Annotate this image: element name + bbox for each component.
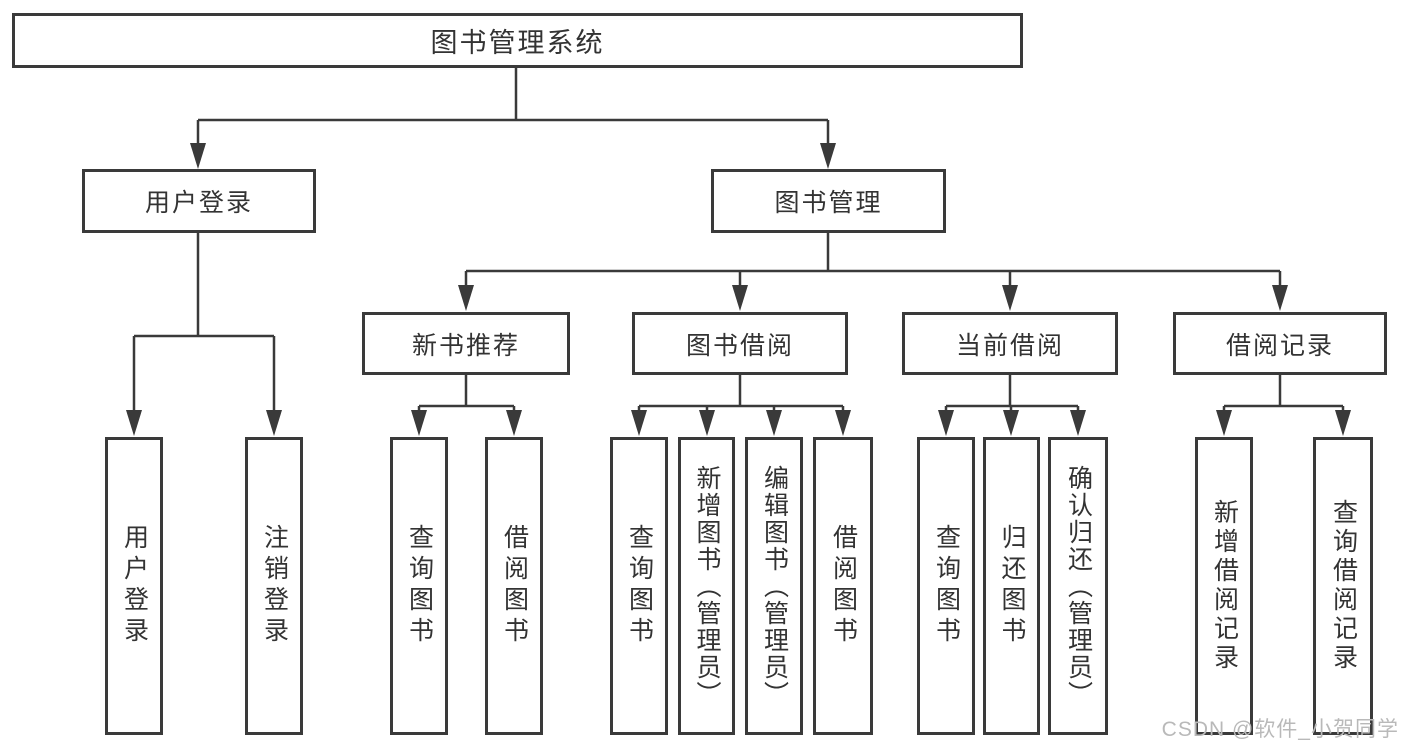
leaf-cb-confirm-return: 确认归还（管理员） xyxy=(1048,437,1108,735)
leaf-br-add-record-label: 新增借阅记录 xyxy=(1210,499,1239,673)
leaf-logout: 注销登录 xyxy=(245,437,303,735)
arrow-down-icon xyxy=(1003,410,1019,436)
node-root-label: 图书管理系统 xyxy=(430,28,605,58)
node-user-login: 用户登录 xyxy=(82,169,316,233)
leaf-bb-query-books: 查询图书 xyxy=(610,437,668,735)
arrow-down-icon xyxy=(190,143,206,169)
arrow-down-icon xyxy=(938,410,954,436)
node-borrowing-records: 借阅记录 xyxy=(1173,312,1387,375)
node-book-borrowing: 图书借阅 xyxy=(632,312,848,375)
leaf-nbr-query-books: 查询图书 xyxy=(390,437,448,735)
leaf-cb-query-books: 查询图书 xyxy=(917,437,975,735)
leaf-user-login-label: 用户登录 xyxy=(120,524,149,648)
leaf-nbr-query-books-label: 查询图书 xyxy=(405,524,434,648)
arrow-down-icon xyxy=(631,410,647,436)
leaf-nbr-borrow-books-label: 借阅图书 xyxy=(500,524,529,648)
node-current-borrowing-label: 当前借阅 xyxy=(955,331,1064,360)
node-book-management-label: 图书管理 xyxy=(774,189,883,217)
arrow-down-icon xyxy=(766,410,782,436)
leaf-cb-return-books-label: 归还图书 xyxy=(998,524,1026,648)
node-root: 图书管理系统 xyxy=(12,13,1023,68)
leaf-cb-query-books-label: 查询图书 xyxy=(932,524,961,648)
leaf-bb-add-books: 新增图书（管理员） xyxy=(678,437,735,735)
leaf-bb-edit-books: 编辑图书（管理员） xyxy=(745,437,803,735)
leaf-bb-add-books-label: 新增图书（管理员） xyxy=(693,464,721,708)
leaf-bb-borrow-books: 借阅图书 xyxy=(813,437,873,735)
node-current-borrowing: 当前借阅 xyxy=(902,312,1118,375)
leaf-bb-borrow-books-label: 借阅图书 xyxy=(829,524,858,648)
leaf-br-add-record: 新增借阅记录 xyxy=(1195,437,1253,735)
arrow-down-icon xyxy=(699,410,715,436)
arrow-down-icon xyxy=(458,285,474,311)
arrow-down-icon xyxy=(506,410,522,436)
arrow-down-icon xyxy=(266,410,282,436)
node-user-login-label: 用户登录 xyxy=(144,189,253,217)
node-borrowing-records-label: 借阅记录 xyxy=(1225,331,1334,360)
leaf-logout-label: 注销登录 xyxy=(260,524,289,648)
arrow-down-icon xyxy=(1002,285,1018,311)
leaf-user-login: 用户登录 xyxy=(105,437,163,735)
arrow-down-icon xyxy=(126,410,142,436)
node-book-borrowing-label: 图书借阅 xyxy=(685,331,794,360)
leaf-bb-edit-books-label: 编辑图书（管理员） xyxy=(760,464,789,708)
arrow-down-icon xyxy=(835,410,851,436)
arrow-down-icon xyxy=(1335,410,1351,436)
node-book-management: 图书管理 xyxy=(711,169,946,233)
leaf-nbr-borrow-books: 借阅图书 xyxy=(485,437,543,735)
arrow-down-icon xyxy=(411,410,427,436)
arrow-down-icon xyxy=(820,143,836,169)
leaf-cb-return-books: 归还图书 xyxy=(983,437,1040,735)
node-new-book-recommend-label: 新书推荐 xyxy=(411,331,520,360)
node-new-book-recommend: 新书推荐 xyxy=(362,312,570,375)
leaf-br-query-record-label: 查询借阅记录 xyxy=(1329,499,1358,673)
leaf-cb-confirm-return-label: 确认归还（管理员） xyxy=(1064,464,1093,708)
leaf-bb-query-books-label: 查询图书 xyxy=(625,524,654,648)
connector-lines xyxy=(132,68,1345,430)
leaf-br-query-record: 查询借阅记录 xyxy=(1313,437,1373,735)
arrow-down-icon xyxy=(732,285,748,311)
arrow-down-icon xyxy=(1070,410,1086,436)
arrow-down-icon xyxy=(1216,410,1232,436)
arrow-down-icon xyxy=(1272,285,1288,311)
